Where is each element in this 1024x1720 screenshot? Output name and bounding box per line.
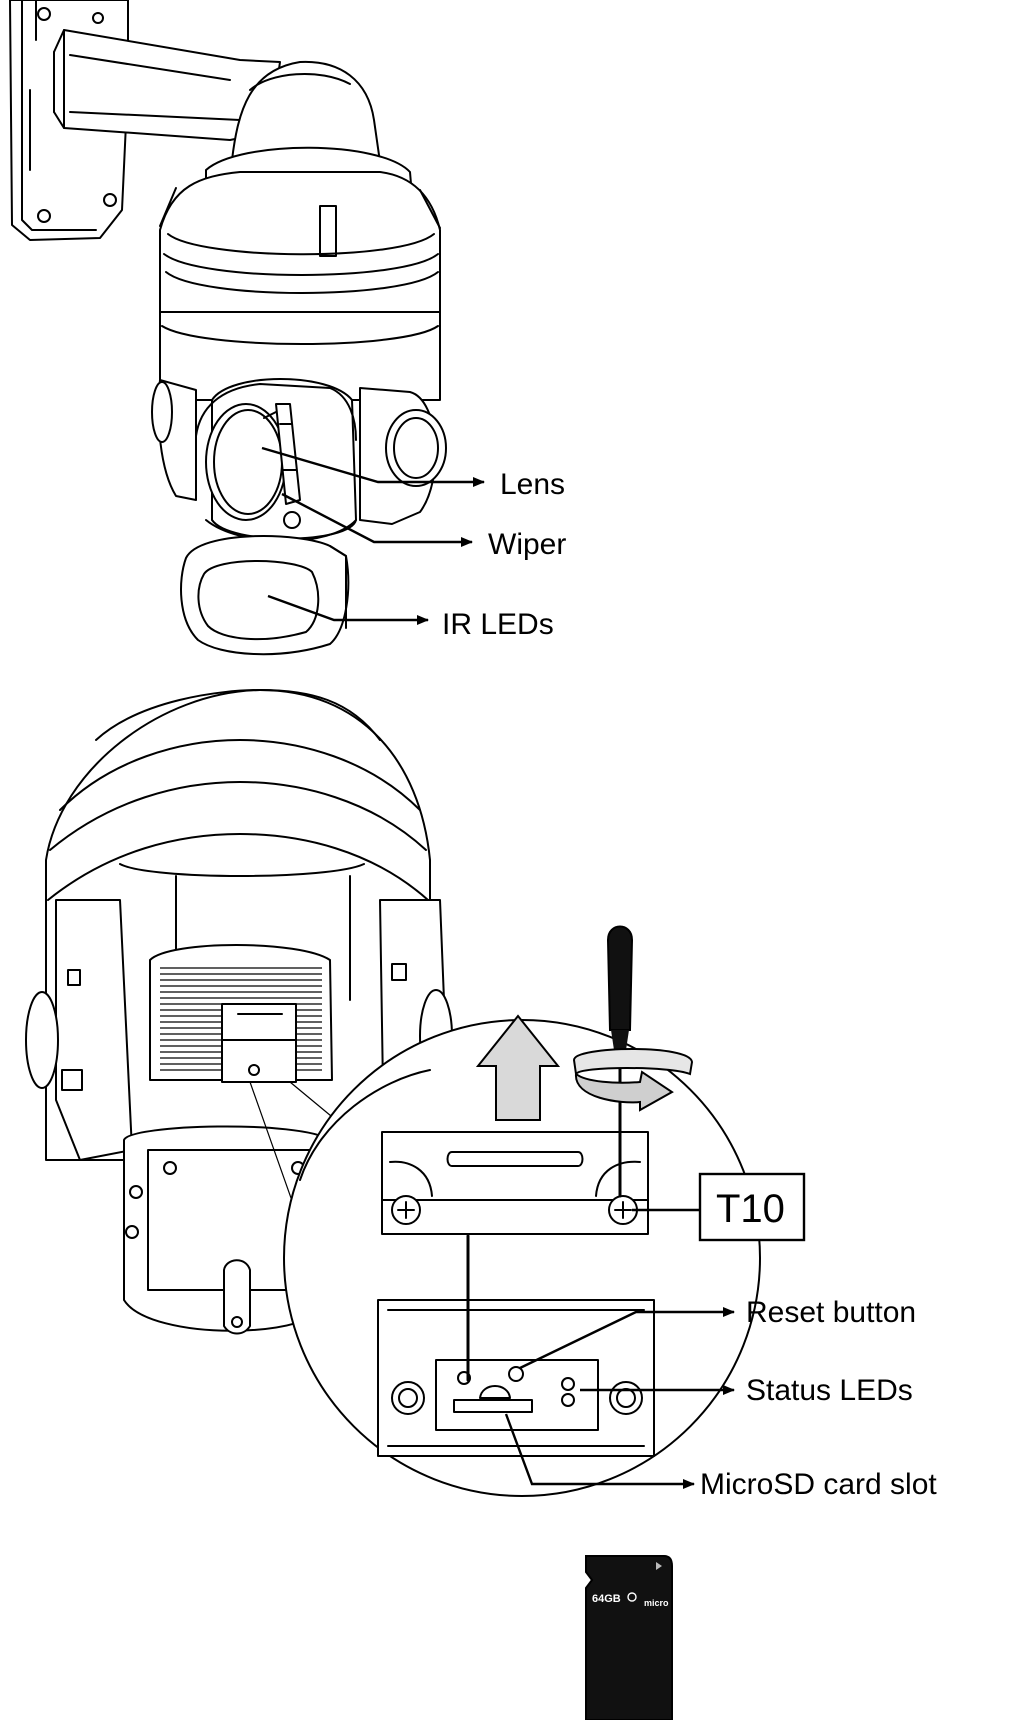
camera-underside-body xyxy=(45,689,431,1161)
screwdriver-icon xyxy=(606,925,634,1198)
camera-housing-body xyxy=(159,171,441,401)
t10-label-box xyxy=(698,1172,806,1242)
microsd-slot-label: MicroSD card slot xyxy=(700,1468,937,1501)
ir-leds-leader-arrow xyxy=(267,594,429,625)
lens xyxy=(205,403,287,521)
microsd-card-slot xyxy=(453,1371,533,1413)
wiper-label: Wiper xyxy=(488,528,566,561)
cover-plate xyxy=(381,1131,649,1235)
wall-mount-bracket xyxy=(9,0,281,241)
ir-led-housing xyxy=(180,535,350,656)
status-leds-label: Status LEDs xyxy=(746,1374,913,1407)
reset-button xyxy=(508,1366,524,1382)
microsd-slot-leader-arrow xyxy=(504,1413,695,1489)
wiper xyxy=(275,403,301,529)
rotate-clockwise-icon xyxy=(572,1048,694,1112)
lift-up-arrow-icon xyxy=(475,1014,561,1121)
yoke-arm-left xyxy=(25,899,133,1161)
ir-leds-label: IR LEDs xyxy=(442,608,554,641)
ir-module-underside xyxy=(123,1125,331,1335)
status-leds xyxy=(561,1377,575,1407)
microsd-card-icon: 64GB micro xyxy=(585,1555,673,1720)
reset-button-label: Reset button xyxy=(746,1296,916,1329)
lens-label: Lens xyxy=(500,468,565,501)
t10-label: T10 xyxy=(716,1187,785,1231)
microsd-card-capacity: 64GB xyxy=(592,1593,621,1605)
reset-button-leader-arrow xyxy=(519,1307,735,1370)
wiper-leader-arrow xyxy=(281,492,473,547)
heatsink-vent xyxy=(149,944,333,1083)
microsd-card-logo: micro xyxy=(644,1598,669,1608)
lens-leader-arrow xyxy=(261,446,485,487)
